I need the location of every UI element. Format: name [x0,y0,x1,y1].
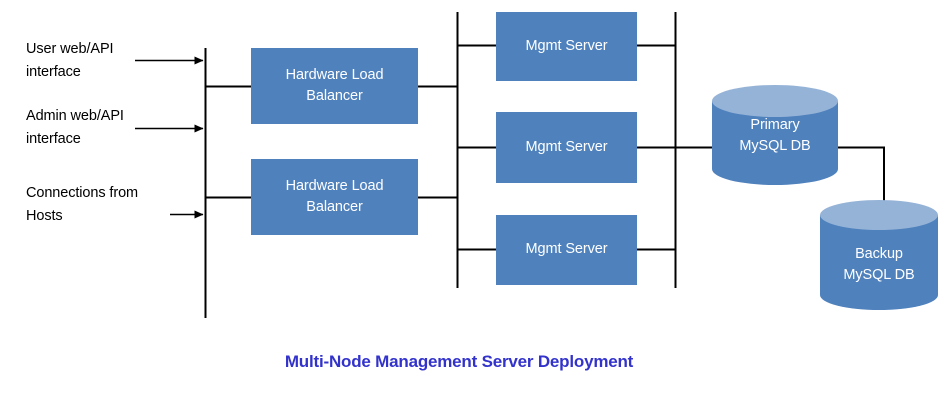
node-mgmt-server-2: Mgmt Server [496,112,637,183]
link-primary-backup-db [838,146,885,214]
cylinder-shape-backup [820,200,938,310]
node-label-primary-mysql-db: Primary MySQL DB [739,117,811,155]
input-label-admin: Admin web/API interface [26,108,124,148]
node-hardware-load-balancer-1: Hardware Load Balancer [251,48,418,124]
node-primary-mysql-db: Primary MySQL DB [712,85,838,185]
node-mgmt-server-3: Mgmt Server [496,215,637,285]
input-label-hosts: Connections from Hosts [26,185,139,225]
node-backup-mysql-db: Backup MySQL DB [820,200,938,310]
cylinder-shape-primary [712,85,838,185]
node-label-backup-mysql-db: Backup MySQL DB [843,246,915,284]
node-hardware-load-balancer-2: Hardware Load Balancer [251,159,418,235]
input-label-user: User web/API interface [26,41,114,81]
node-mgmt-server-1: Mgmt Server [496,12,637,81]
diagram-title: Multi-Node Management Server Deployment [284,352,634,371]
